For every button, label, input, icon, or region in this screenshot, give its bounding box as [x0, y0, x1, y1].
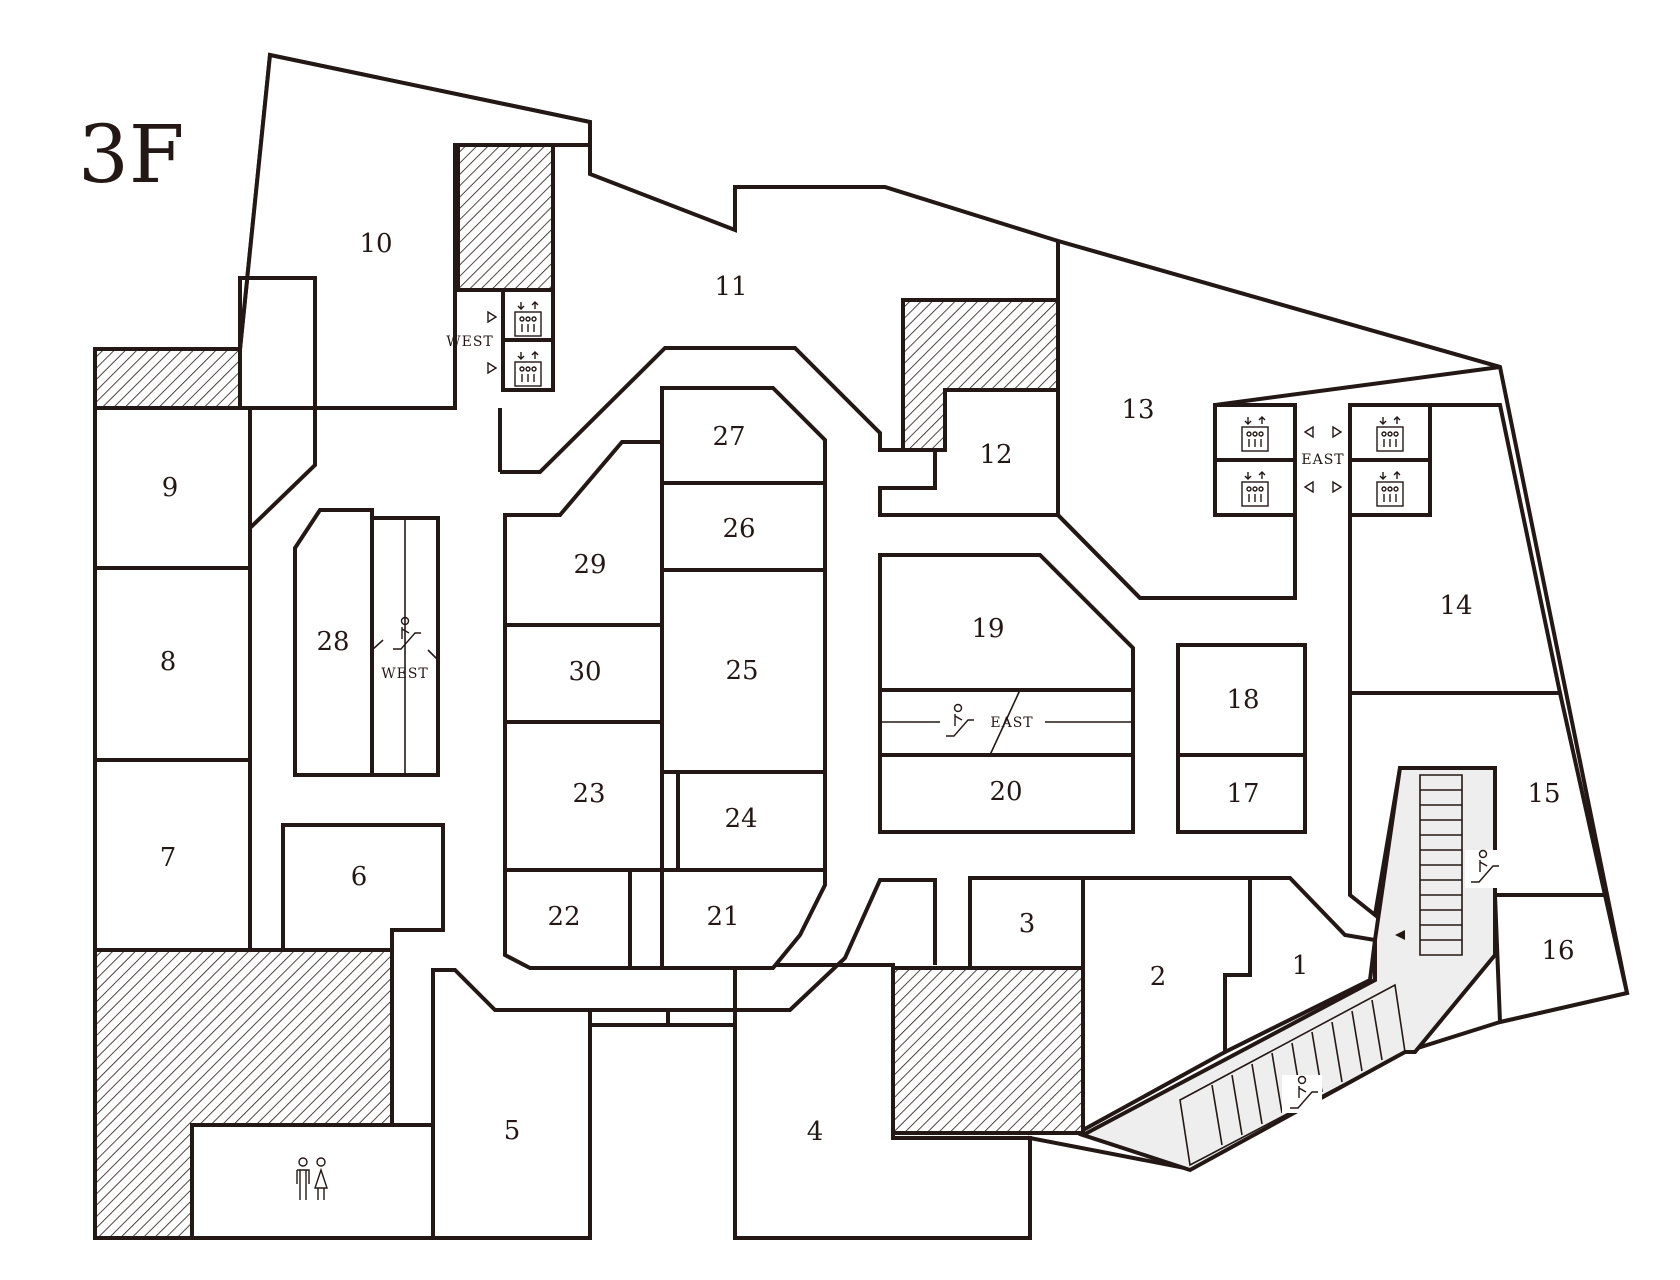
unit-label: 24: [724, 804, 757, 834]
arrow-left-icon: [1303, 480, 1314, 494]
unit-label: 16: [1541, 936, 1574, 966]
unit-label: 2: [1150, 962, 1167, 992]
unit-label: 23: [572, 779, 605, 809]
unit-5[interactable]: [431, 968, 592, 1240]
unit-label: 3: [1019, 909, 1036, 939]
unit-17[interactable]: [1176, 753, 1307, 834]
unit-19[interactable]: [878, 553, 1135, 692]
elevator-east-label: EAST: [1301, 452, 1344, 468]
elevator-west-label: WEST: [446, 334, 494, 350]
entrance-arrow-icon: [1395, 930, 1405, 940]
unit-label: 25: [725, 656, 758, 686]
service-area-west-elevator: [456, 143, 555, 292]
unit-label: 20: [989, 777, 1022, 807]
unit-label: 14: [1439, 591, 1472, 621]
unit-label: 11: [714, 272, 747, 302]
unit-label: 7: [160, 843, 177, 873]
unit-labels: 1 2 3 4 5 6 7 8 9 10 11 12 13 14 15 16 1…: [160, 229, 1575, 1147]
escalator-east-label: EAST: [990, 715, 1033, 731]
restroom-icon: [296, 1157, 328, 1200]
unit-label: 17: [1226, 779, 1259, 809]
escalator-east: EAST: [880, 689, 1133, 756]
center-block[interactable]: [503, 386, 827, 970]
unit-label: 28: [316, 627, 349, 657]
unit-label: 26: [722, 514, 755, 544]
unit-label: 9: [162, 473, 179, 503]
restroom-area[interactable]: [190, 1123, 435, 1240]
floor-label: 3F: [78, 108, 184, 201]
unit-label: 4: [807, 1117, 824, 1147]
unit-label: 6: [351, 862, 368, 892]
arrow-right-icon: [1332, 480, 1343, 494]
unit-label: 19: [971, 614, 1004, 644]
unit-label: 10: [359, 229, 392, 259]
unit-label: 1: [1292, 951, 1309, 981]
unit-16[interactable]: [1492, 893, 1630, 1025]
unit-label: 18: [1226, 685, 1259, 715]
unit-label: 12: [979, 440, 1012, 470]
service-areas: [93, 143, 1085, 1240]
arrow-right-icon: [1332, 425, 1343, 439]
arrow-right-icon: [487, 310, 498, 324]
unit-20[interactable]: [878, 753, 1135, 834]
arrow-left-icon: [1303, 425, 1314, 439]
unit-28[interactable]: [293, 508, 374, 777]
corridor-wall-left: [248, 406, 317, 533]
escalator-west-label: WEST: [381, 666, 429, 682]
unit-label: 21: [706, 902, 739, 932]
service-area-sw: [93, 948, 394, 1240]
unit-label: 8: [160, 647, 177, 677]
unit-label: 22: [547, 902, 580, 932]
unit-label: 13: [1121, 395, 1154, 425]
escalator-south: [1282, 1075, 1322, 1113]
elevator-west[interactable]: WEST: [446, 288, 555, 392]
unit-label: 15: [1527, 779, 1560, 809]
unit-label: 5: [504, 1116, 521, 1146]
service-area-south: [891, 966, 1085, 1135]
rooms: [93, 52, 1630, 1240]
service-area-north: [901, 298, 1060, 452]
unit-1[interactable]: [1223, 876, 1378, 1056]
arrow-right-icon: [487, 361, 498, 375]
escalator-stair-east: [1465, 849, 1501, 888]
service-area-nw: [93, 347, 242, 410]
unit-label: 30: [568, 657, 601, 687]
elevator-east[interactable]: EAST: [1213, 403, 1432, 517]
unit-label: 29: [573, 550, 606, 580]
unit-label: 27: [712, 422, 745, 452]
